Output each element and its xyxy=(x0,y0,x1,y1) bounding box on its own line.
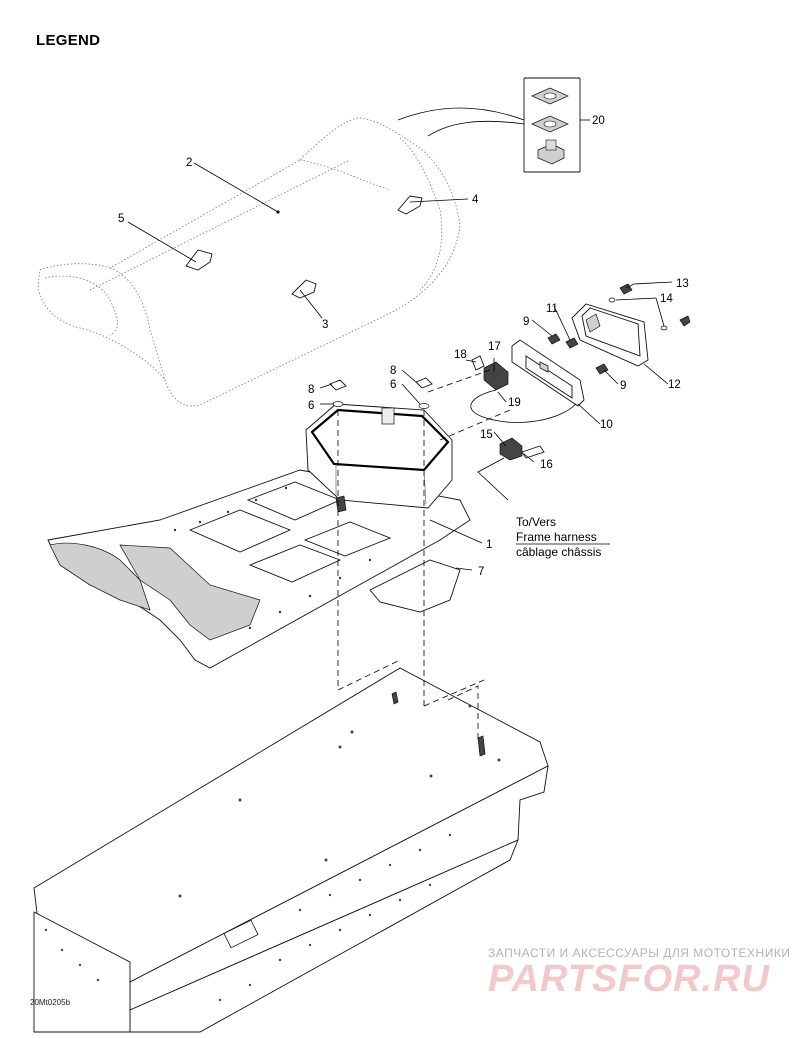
callout-labels: 1 2 3 4 5 6 6 7 8 8 9 9 10 11 12 13 14 1… xyxy=(118,115,689,578)
callout-12: 12 xyxy=(668,379,681,391)
callout-9b: 9 xyxy=(620,380,626,392)
callout-5: 5 xyxy=(118,213,124,225)
callout-17: 17 xyxy=(488,341,501,353)
callout-1: 1 xyxy=(486,539,492,551)
callout-11: 11 xyxy=(546,303,558,315)
callout-16: 16 xyxy=(540,459,553,471)
callout-9a: 9 xyxy=(523,316,529,328)
rear-frame-plate xyxy=(47,469,471,669)
callout-8a: 8 xyxy=(308,384,314,396)
electrical-parts xyxy=(470,355,577,501)
callout-15: 15 xyxy=(480,429,493,441)
harness-note-line3: câblage châssis xyxy=(516,545,601,559)
harness-note-line2: Frame harness xyxy=(516,530,597,544)
assembly-lines xyxy=(337,369,511,740)
callout-7: 7 xyxy=(478,566,484,578)
callout-6b: 6 xyxy=(390,379,396,391)
callout-6a: 6 xyxy=(308,400,314,412)
callout-2: 2 xyxy=(186,157,192,169)
watermark-logo: PARTSFOR.RU xyxy=(488,958,770,1000)
callout-3: 3 xyxy=(322,319,328,331)
figure-code: 20Mt0205b xyxy=(30,998,71,1007)
callout-14: 14 xyxy=(660,293,673,305)
callout-18: 18 xyxy=(454,349,467,361)
chassis-tunnel xyxy=(33,667,549,1033)
callout-8b: 8 xyxy=(390,365,396,377)
frame-harness-note: To/Vers Frame harness câblage châssis xyxy=(516,515,610,559)
watermark-tagline: ЗАПЧАСТИ И АКСЕССУАРЫ ДЛЯ МОТОТЕХНИКИ xyxy=(488,946,791,960)
callout-19: 19 xyxy=(508,397,521,409)
callout-13: 13 xyxy=(676,278,689,290)
harness-note-line1: To/Vers xyxy=(516,515,556,529)
seat xyxy=(37,117,461,407)
callout-10: 10 xyxy=(600,419,613,431)
part-20-group xyxy=(397,77,590,173)
taillight-assembly xyxy=(511,283,691,407)
legend-heading: LEGEND xyxy=(36,32,101,49)
callout-20: 20 xyxy=(592,115,605,127)
callout-4: 4 xyxy=(472,194,479,206)
hardware-stacks xyxy=(329,377,433,409)
leader-lines xyxy=(127,162,673,571)
